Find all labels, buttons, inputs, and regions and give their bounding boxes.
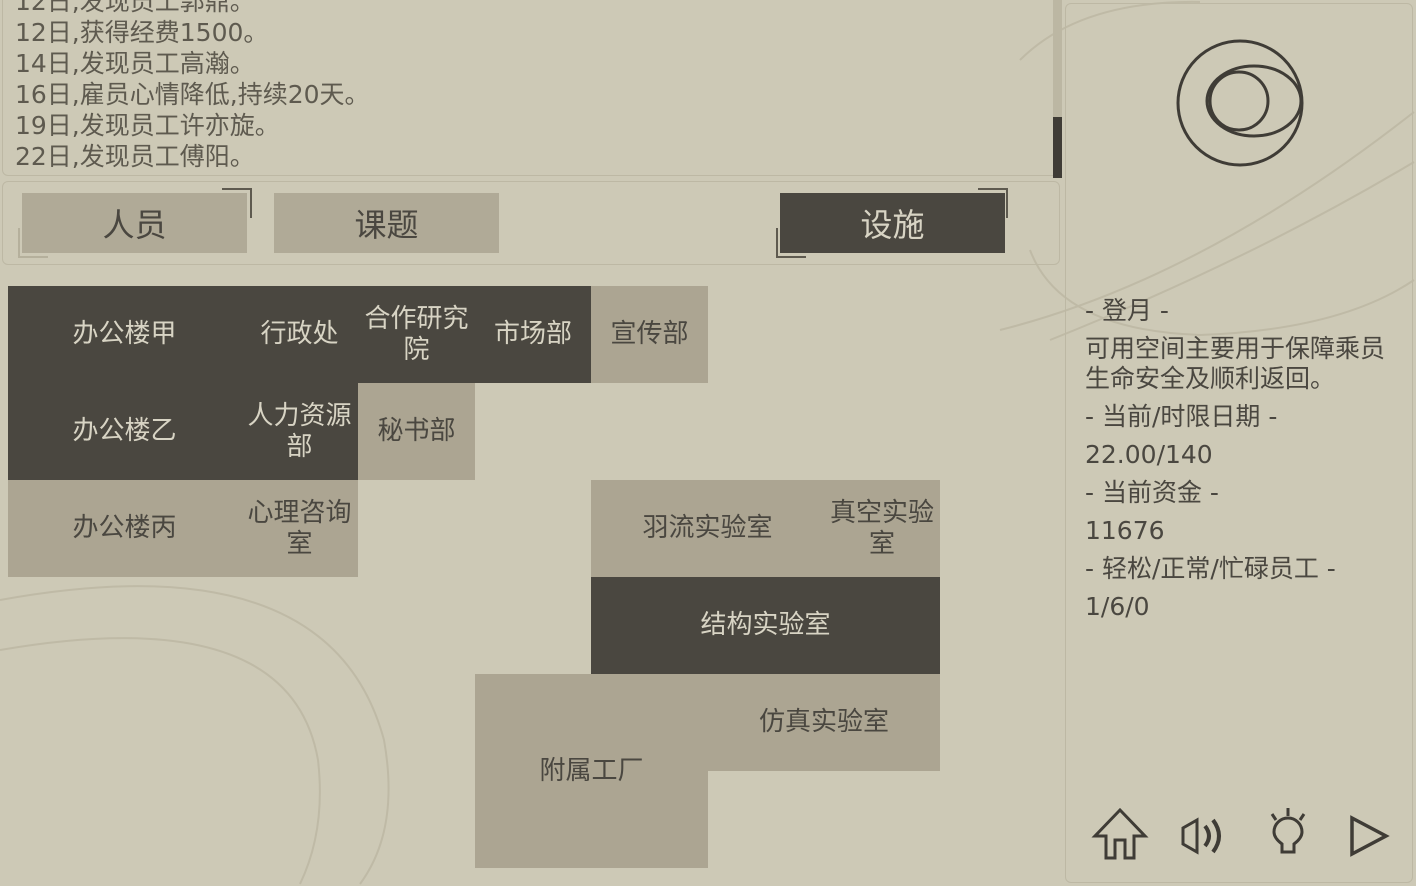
light-block-row3 (8, 480, 358, 577)
funds-label: - 当前资金 - (1085, 478, 1219, 507)
dark-block-row1 (8, 286, 591, 383)
project-info: - 登月 - 可用空间主要用于保障乘员生命安全及顺利返回。 - 当前/时限日期 … (1085, 296, 1395, 630)
facility-structure-lab[interactable]: 结构实验室 (591, 577, 940, 674)
log-line: 19日,发现员工许亦旋。 (15, 111, 280, 140)
funds-value: 11676 (1085, 516, 1165, 545)
facility-factory[interactable]: 附属工厂 (475, 674, 708, 868)
staff-label: - 轻松/正常/忙碌员工 - (1085, 554, 1336, 583)
corner-bracket (18, 228, 48, 258)
facility-sim-lab[interactable]: 仿真实验室 (708, 674, 940, 771)
facility-hr[interactable]: 人力资源部 (247, 400, 352, 462)
log-line: 14日,发现员工高瀚。 (15, 49, 255, 78)
facility-plume-lab[interactable]: 羽流实验室 (642, 513, 773, 543)
log-scrollbar-thumb[interactable] (1053, 117, 1062, 178)
home-icon[interactable] (1090, 800, 1150, 870)
date-value: 22.00/140 (1085, 440, 1213, 469)
log-scrollbar[interactable] (1053, 0, 1062, 178)
facility-office-a[interactable]: 办公楼甲 (72, 319, 177, 349)
dark-block-row2 (8, 383, 358, 480)
project-description: 可用空间主要用于保障乘员生命安全及顺利返回。 (1085, 334, 1386, 393)
facility-secretary[interactable]: 秘书部 (358, 383, 475, 480)
corner-bracket (776, 228, 806, 258)
corner-bracket (222, 188, 252, 218)
log-line: 16日,雇员心情降低,持续20天。 (15, 80, 370, 109)
log-line: 22日,发现员工傅阳。 (15, 142, 255, 171)
tab-projects[interactable]: 课题 (274, 193, 499, 253)
log-line: 12日,获得经费1500。 (15, 18, 269, 47)
event-log[interactable]: 12日,发现员工郭鼎。 12日,获得经费1500。 14日,发现员工高瀚。 16… (2, 0, 1060, 176)
lightbulb-icon[interactable] (1258, 800, 1318, 870)
corner-bracket (978, 188, 1008, 218)
staff-value: 1/6/0 (1085, 592, 1150, 621)
facility-admin[interactable]: 行政处 (260, 319, 339, 349)
facility-psych[interactable]: 心理咨询室 (247, 497, 352, 559)
facility-publicity[interactable]: 宣传部 (591, 286, 708, 383)
sound-icon[interactable] (1175, 800, 1235, 870)
facility-office-c[interactable]: 办公楼丙 (72, 513, 177, 543)
log-line: 12日,发现员工郭鼎。 (15, 0, 255, 16)
play-icon[interactable] (1340, 800, 1400, 870)
side-panel (1065, 3, 1413, 883)
tab-facilities[interactable]: 设施 (780, 193, 1005, 253)
tab-personnel[interactable]: 人员 (22, 193, 247, 253)
project-name: - 登月 - (1085, 296, 1169, 325)
facility-coop-institute[interactable]: 合作研究院 (364, 303, 469, 365)
facility-market[interactable]: 市场部 (493, 319, 572, 349)
date-label: - 当前/时限日期 - (1085, 402, 1278, 431)
facility-vacuum-lab[interactable]: 真空实验室 (829, 497, 934, 559)
logo-icon (1176, 39, 1304, 167)
light-block-labs (591, 480, 940, 577)
facility-office-b[interactable]: 办公楼乙 (72, 416, 177, 446)
tab-bar (2, 181, 1060, 265)
